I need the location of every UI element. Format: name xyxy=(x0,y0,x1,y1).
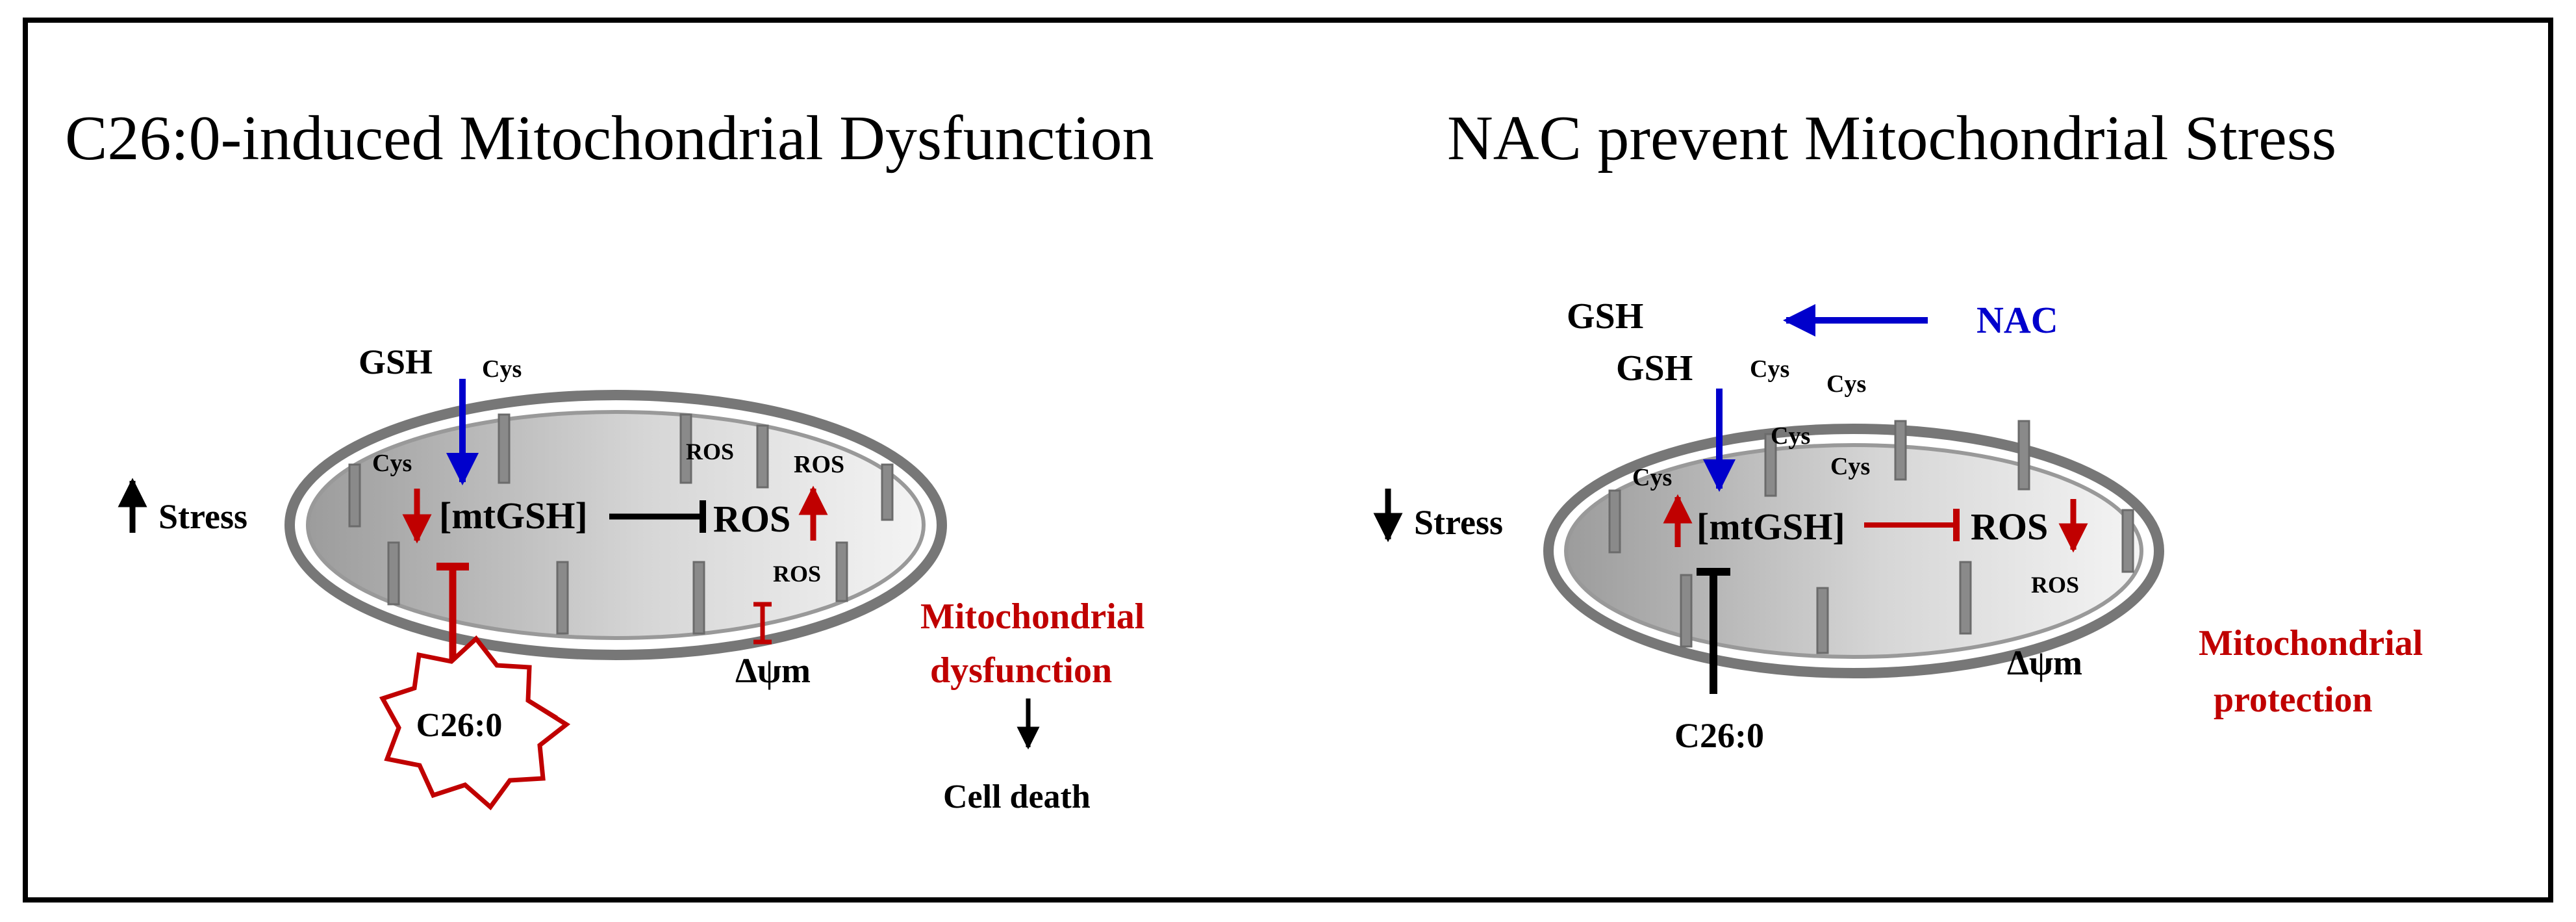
left-inner-membrane xyxy=(306,410,926,640)
left-mitochondrion xyxy=(284,390,947,660)
right-stress-label: Stress xyxy=(1414,503,1503,542)
left-panel-title: C26:0-induced Mitochondrial Dysfunction xyxy=(65,103,1154,173)
right-nac-label: NAC xyxy=(1976,299,2058,341)
left-outcome-line1: Mitochondrial xyxy=(920,596,1144,637)
left-ros-top-a-label: ROS xyxy=(686,439,734,465)
right-cys-label-2: Cys xyxy=(1826,370,1866,398)
right-cys-label-1: Cys xyxy=(1750,355,1789,383)
right-outcome-line2: protection xyxy=(2214,680,2373,720)
left-cys-inside-label: Cys xyxy=(372,450,412,477)
left-dpsi-inhibit xyxy=(753,602,772,645)
right-panel: NAC prevent Mitochondrial Stress xyxy=(1373,103,2423,755)
right-panel-title: NAC prevent Mitochondrial Stress xyxy=(1447,103,2336,173)
right-cys-label-4: Cys xyxy=(1830,453,1870,480)
left-cell-death-label: Cell death xyxy=(943,778,1091,815)
right-cys-label-3: Cys xyxy=(1771,422,1810,450)
right-gsh-label: GSH xyxy=(1616,348,1693,389)
right-delta-psi-label: Δψm xyxy=(2007,643,2082,682)
left-cys-outside-label: Cys xyxy=(482,355,522,383)
left-panel: C26:0-induced Mitochondrial Dysfunction xyxy=(65,103,1154,815)
left-ros-main-label: ROS xyxy=(713,498,790,540)
left-mtgsh-label: [mtGSH] xyxy=(439,494,588,537)
right-mtgsh-label: [mtGSH] xyxy=(1697,506,1845,548)
left-c26-label: C26:0 xyxy=(416,707,503,744)
left-c26-starburst xyxy=(379,635,571,811)
left-cristae xyxy=(348,413,894,635)
left-gsh-label: GSH xyxy=(359,342,433,381)
left-ros-bottom-label: ROS xyxy=(773,561,821,587)
right-cristae xyxy=(1608,420,2134,654)
right-cys-inside-label: Cys xyxy=(1632,464,1672,491)
left-stress-label: Stress xyxy=(158,497,247,536)
right-gsh-top-label: GSH xyxy=(1567,296,1643,337)
right-c26-label: C26:0 xyxy=(1674,716,1764,755)
right-ros-main-label: ROS xyxy=(1971,506,2048,548)
left-delta-psi-label: Δψm xyxy=(735,651,811,690)
right-outcome-line1: Mitochondrial xyxy=(2199,623,2423,663)
left-ros-top-b-label: ROS xyxy=(794,451,844,478)
left-outcome-line2: dysfunction xyxy=(930,650,1112,691)
right-ros-bottom-label: ROS xyxy=(2031,572,2079,598)
